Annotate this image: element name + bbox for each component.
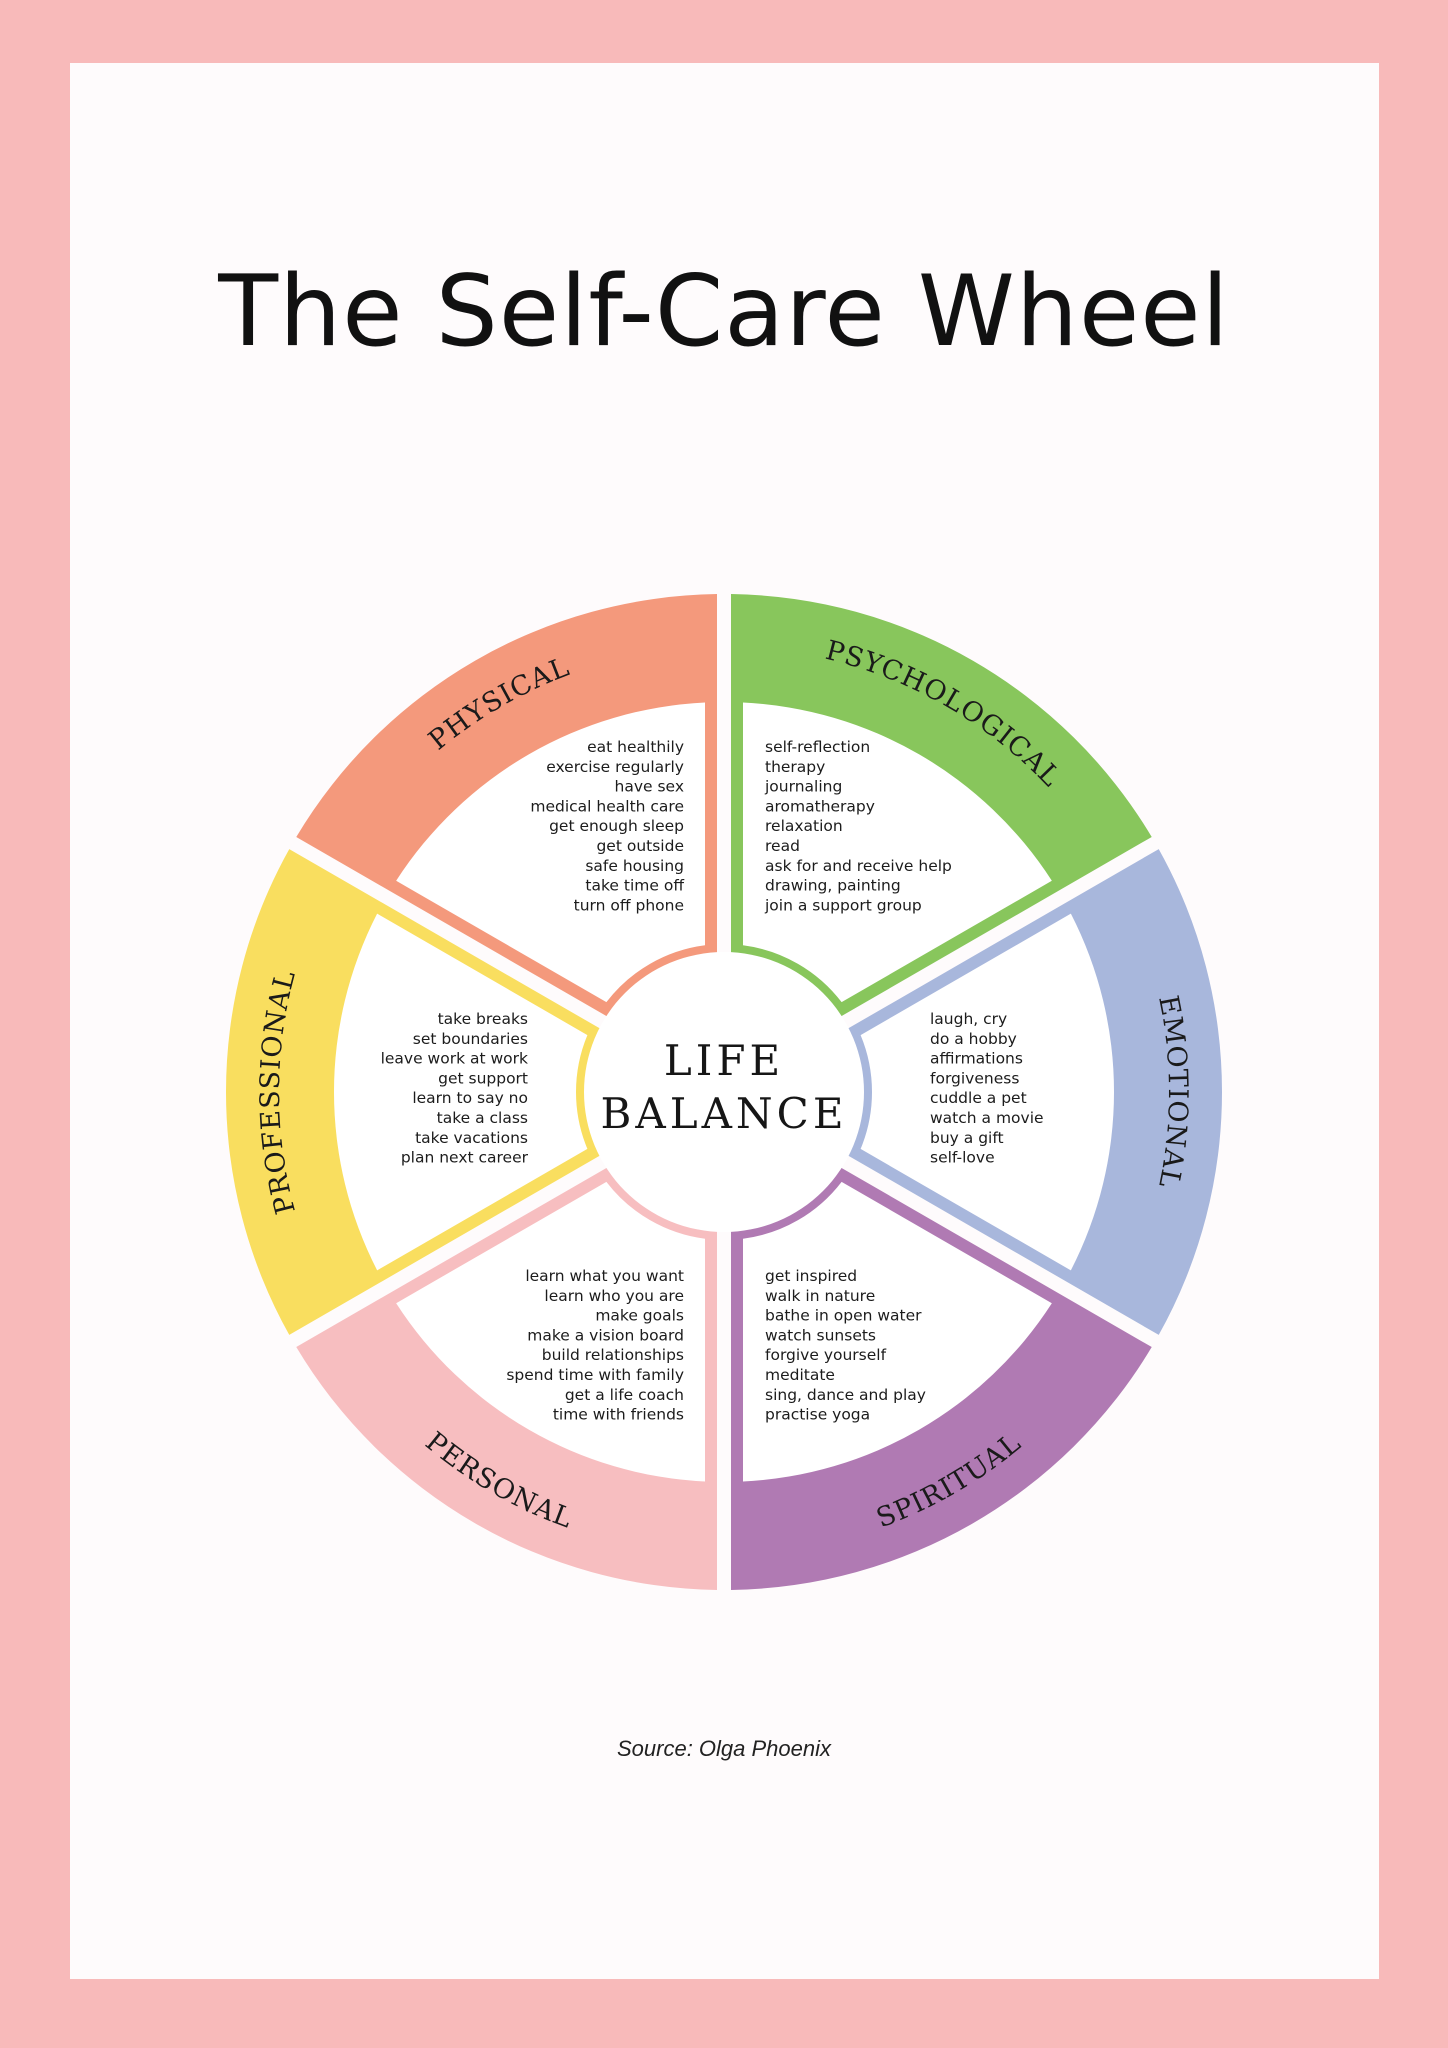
source-credit: Source: Olga Phoenix [616,1736,832,1761]
segment-item: exercise regularly [546,758,684,776]
center-label-line1: LIFE [664,1036,784,1085]
segment-item: time with friends [553,1406,684,1424]
segment-panel-professional [334,913,588,1271]
segment-item: eat healthily [587,738,684,756]
segment-item: get support [438,1069,528,1087]
segment-item: forgiveness [930,1069,1019,1087]
segment-item: plan next career [401,1149,529,1167]
segment-item: join a support group [764,896,922,914]
segment-item: make a vision board [527,1326,684,1344]
segment-item: watch sunsets [765,1326,876,1344]
page-title: The Self-Care Wheel [218,255,1230,369]
segment-item: drawing, painting [765,877,901,895]
segment-item: journaling [764,778,842,796]
segment-item: get inspired [765,1267,857,1285]
segment-item: turn off phone [574,896,684,914]
segment-item: bathe in open water [765,1307,922,1325]
segment-item: set boundaries [413,1030,528,1048]
segment-item: practise yoga [765,1406,870,1424]
segment-item: build relationships [542,1346,684,1364]
segment-item: get outside [596,837,684,855]
segment-item: watch a movie [930,1109,1044,1127]
segment-item: buy a gift [930,1129,1004,1147]
segment-item: forgive yourself [765,1346,887,1364]
segment-panel-personal [396,1181,705,1482]
segment-item: take breaks [438,1010,528,1028]
segment-panel-psychological [743,702,1052,1003]
segment-item: self-love [930,1149,995,1167]
segment-item: make goals [595,1307,684,1325]
segment-item: take vacations [415,1129,528,1147]
segment-item: walk in nature [765,1287,875,1305]
segment-item: get enough sleep [549,817,684,835]
segment-item: read [765,837,800,855]
segment-item: have sex [615,778,684,796]
segment-item: relaxation [765,817,843,835]
segment-item: medical health care [530,797,684,815]
segment-item: cuddle a pet [930,1089,1027,1107]
segment-item: leave work at work [381,1050,528,1068]
segment-item: ask for and receive help [765,857,952,875]
segment-item: spend time with family [506,1366,684,1384]
segment-item: sing, dance and play [765,1386,926,1404]
segment-panel-emotional [860,913,1114,1271]
segment-item: learn what you want [525,1267,684,1285]
segment-item: laugh, cry [930,1010,1007,1028]
segment-item: learn to say no [412,1089,528,1107]
segment-item: aromatherapy [765,797,875,815]
segment-panel-physical [396,702,705,1003]
segment-item: do a hobby [930,1030,1017,1048]
segment-item: meditate [765,1366,835,1384]
segment-panel-spiritual [743,1181,1052,1482]
segment-item: take a class [437,1109,528,1127]
segment-item: learn who you are [544,1287,684,1305]
segment-item: therapy [765,758,825,776]
segment-item: affirmations [930,1050,1023,1068]
segment-item: self-reflection [765,738,870,756]
center-label-line2: BALANCE [601,1089,848,1138]
segment-item: get a life coach [565,1386,684,1404]
segment-item: take time off [585,877,684,895]
segment-item: safe housing [585,857,684,875]
center-circle [584,952,864,1232]
